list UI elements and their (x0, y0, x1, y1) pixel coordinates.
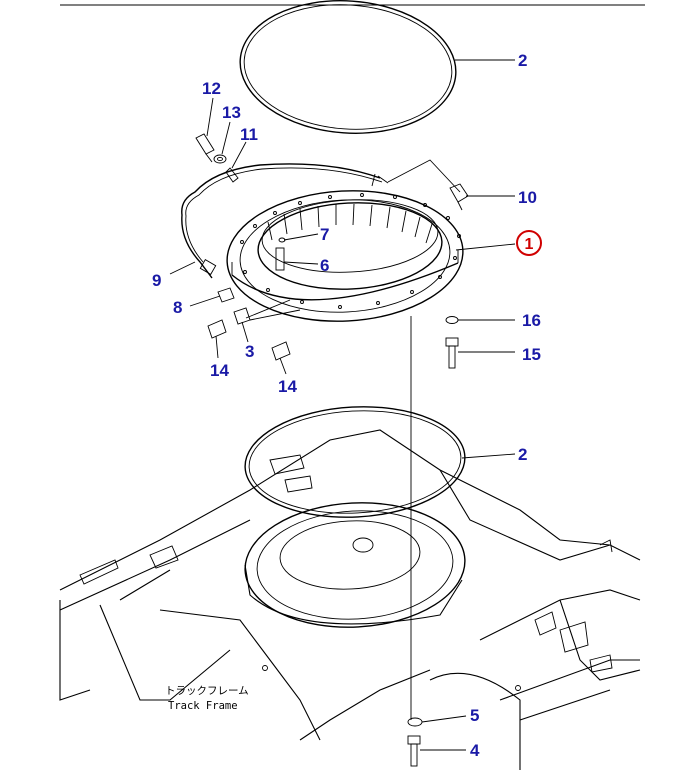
track-frame (59, 429, 641, 770)
clamp-11 (225, 167, 239, 183)
callout-2-top: 2 (518, 51, 527, 70)
callout-5: 5 (470, 706, 479, 725)
washer-16 (445, 316, 459, 324)
callout-4: 4 (470, 741, 480, 760)
callout-7: 7 (320, 225, 329, 244)
callout-6: 6 (320, 256, 329, 275)
callout-2-mid: 2 (518, 445, 527, 464)
leader-10-v (387, 159, 461, 193)
elbow-fitting-10 (449, 183, 469, 211)
callout-1-highlight: 1 (516, 230, 542, 256)
caption-english: Track Frame (168, 700, 238, 712)
callout-15: 15 (522, 345, 541, 364)
bolt-15 (445, 337, 459, 369)
callout-10: 10 (518, 188, 537, 207)
seal-ring-top (239, 0, 457, 134)
swing-circle (226, 190, 464, 322)
callout-12: 12 (202, 79, 221, 98)
callout-14-b: 14 (278, 377, 297, 396)
callout-3: 3 (245, 342, 254, 361)
callout-9: 9 (152, 271, 161, 290)
pin-6 (275, 247, 285, 271)
callout-16: 16 (522, 311, 541, 330)
grease-pipe (181, 163, 389, 279)
callout-8: 8 (173, 298, 182, 317)
leader-lines (169, 59, 516, 751)
fitting-3 (233, 307, 251, 325)
washer-13 (213, 154, 227, 164)
bolt-4 (407, 735, 421, 767)
callout-1: 1 (525, 236, 534, 253)
bolt-holes (240, 193, 461, 309)
fitting-14-a (207, 319, 227, 339)
caption-japanese: トラックフレーム (165, 685, 249, 697)
callout-13: 13 (222, 103, 241, 122)
callout-11: 11 (240, 125, 258, 144)
callout-14-a: 14 (210, 361, 229, 380)
fitting-8 (217, 287, 235, 303)
bolt-12 (195, 133, 215, 163)
washer-5 (407, 717, 423, 727)
fitting-14-b (271, 341, 291, 361)
seal-ring-lower (244, 406, 466, 518)
